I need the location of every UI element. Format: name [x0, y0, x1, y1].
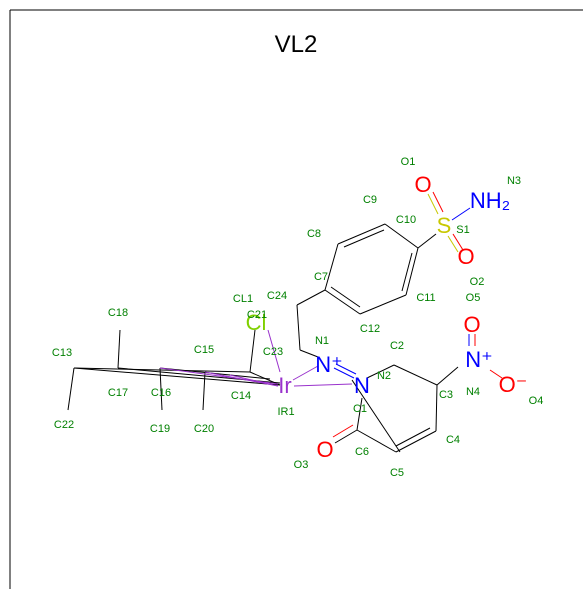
bonds — [67, 223, 459, 453]
bond-c8-c9 — [337, 223, 386, 245]
bond-c8-c9-inner — [343, 229, 385, 248]
bond-c6-o3 — [334, 429, 358, 444]
bond-c7-c8 — [324, 243, 339, 291]
label-c14: C14 — [231, 390, 251, 402]
label-o4: O4 — [529, 395, 544, 407]
atom-n2: N — [354, 373, 370, 398]
hetero-bonds — [332, 191, 503, 444]
label-c5: C5 — [390, 467, 404, 479]
bond-c23-n1 — [299, 349, 319, 358]
label-c4: C4 — [446, 434, 460, 446]
label-c18: C18 — [108, 307, 128, 319]
label-c8: C8 — [307, 228, 321, 240]
label-o5: O5 — [466, 292, 481, 304]
bond-n1-n2 — [333, 367, 355, 379]
bond-c24-c23 — [296, 304, 301, 351]
bond-ir-cl — [267, 329, 281, 373]
bond-c13-c14 — [73, 367, 281, 386]
label-c22: C22 — [54, 419, 74, 431]
bond-c16-c19 — [159, 367, 163, 411]
label-c1: C1 — [353, 403, 367, 415]
bond-c9-c10 — [384, 223, 419, 249]
label-c15: C15 — [194, 344, 214, 356]
bond-c7-ring-inner — [330, 286, 361, 308]
label-c17: C17 — [108, 387, 128, 399]
bond-c6-n2 — [356, 397, 363, 431]
bond-c10-s1 — [417, 233, 437, 249]
bond-c14-c20 — [202, 371, 206, 411]
label-c3: C3 — [439, 389, 453, 401]
label-c7: C7 — [314, 271, 328, 283]
atom-ir1: Ir — [278, 373, 291, 398]
bond-c7-ring — [324, 289, 361, 315]
atom-labels: O1 N3 C9 C10 S1 C8 C7 O2 C11 O5 CL1 C24 … — [52, 156, 543, 479]
label-c23: C23 — [263, 346, 283, 358]
label-c12: C12 — [360, 323, 380, 335]
atom-cl1: Cl — [246, 310, 267, 335]
label-c20: C20 — [194, 423, 214, 435]
diagram-title: VL2 — [275, 31, 318, 58]
bond-c7-c24 — [296, 289, 326, 306]
bond-c6-o3-b — [332, 424, 354, 438]
bond-ir-n2 — [293, 383, 353, 387]
bond-ir-n1 — [292, 365, 319, 381]
label-n2: N2 — [377, 370, 391, 382]
bond-c11-c7 — [359, 294, 407, 315]
bond-s1-o2 — [447, 235, 459, 253]
bond-s1-n3 — [451, 207, 471, 221]
bond-c10-c11 — [405, 247, 419, 296]
atom-o4: O⁻ — [499, 372, 528, 397]
label-c21: C21 — [247, 309, 267, 321]
label-cl1: CL1 — [233, 293, 253, 305]
atom-o3: O — [316, 437, 333, 462]
bond-n1-n2-b — [335, 363, 357, 375]
bond-s1-o1-b — [432, 191, 444, 213]
label-c16: C16 — [151, 387, 171, 399]
label-n1: N1 — [315, 335, 329, 347]
bond-n4-o4 — [489, 369, 503, 379]
bond-c2-c3 — [393, 364, 438, 386]
bond-c15-c21 — [249, 329, 256, 373]
label-c24: C24 — [267, 290, 287, 302]
bond-c15-c14 — [249, 371, 281, 386]
label-s1: S1 — [456, 224, 469, 236]
bond-c5-c6 — [356, 429, 397, 453]
bond-n2-c2 — [366, 364, 395, 379]
bond-c17-c18 — [117, 329, 121, 369]
bond-c4-c5 — [395, 430, 437, 453]
label-n4: N4 — [466, 386, 480, 398]
bond-s1-o1 — [427, 193, 439, 215]
bond-c13-c15 — [73, 367, 251, 373]
label-c13: C13 — [52, 347, 72, 359]
bond-c4-c5-inner — [395, 427, 431, 447]
atom-s1: S — [437, 213, 452, 238]
bond-c10-c11-inner — [401, 252, 413, 292]
atom-n4: N⁺ — [465, 347, 493, 372]
atom-n3: NH₂ — [470, 188, 510, 213]
bond-c13-c22 — [67, 367, 75, 411]
label-c9: C9 — [363, 194, 377, 206]
metal-bonds — [159, 329, 353, 387]
label-c11: C11 — [416, 292, 435, 304]
bond-c3-n4 — [436, 366, 459, 386]
bond-n2-c1 — [351, 379, 401, 453]
atom-o1: O — [414, 172, 431, 197]
label-o1: O1 — [401, 156, 416, 168]
atom-n1: N⁺ — [315, 352, 343, 377]
label-c19: C19 — [150, 423, 170, 435]
label-o2: O2 — [470, 276, 485, 288]
bond-s1-o2-b — [452, 233, 464, 251]
label-c2: C2 — [390, 340, 404, 352]
label-n3: N3 — [507, 175, 521, 187]
bond-c3-c4 — [435, 384, 438, 432]
label-c10: C10 — [396, 214, 416, 226]
atom-o5: O — [463, 312, 480, 337]
label-o3: O3 — [294, 459, 309, 471]
label-ir1: IR1 — [277, 406, 294, 418]
label-c6: C6 — [355, 446, 369, 458]
atom-o2: O — [457, 244, 474, 269]
bond-ir-cp-3 — [229, 374, 279, 387]
